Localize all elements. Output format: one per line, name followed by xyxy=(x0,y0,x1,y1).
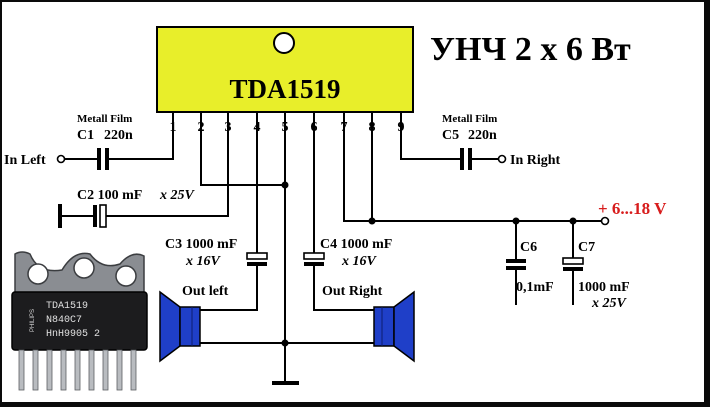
capacitor-c1 xyxy=(97,148,109,170)
photo-line2: N840C7 xyxy=(46,315,82,326)
speaker-right-icon xyxy=(373,290,415,363)
in-left-label: In Left xyxy=(4,153,46,168)
speaker-left-icon xyxy=(159,290,201,363)
c5-value: 220n xyxy=(468,128,497,143)
c6-ref: C6 xyxy=(520,240,537,255)
chip-photo: PHILIPS TDA1519 N840C7 HnH9905 2 xyxy=(11,251,148,391)
c5-type: Metall Film xyxy=(442,113,497,125)
wire-pin2 xyxy=(200,112,285,186)
c2-label: C2 100 mF xyxy=(77,188,142,203)
capacitor-c6 xyxy=(506,259,526,270)
photo-line3: HnH9905 2 xyxy=(46,329,100,340)
c1-value: 220n xyxy=(104,128,133,143)
wire-c2-pin3 xyxy=(105,112,229,217)
c1-type: Metall Film xyxy=(77,113,132,125)
pin-labels: 1 2 3 4 5 6 7 8 9 xyxy=(170,120,405,135)
wire-c4-out-right xyxy=(313,266,374,311)
wire-c1-pin1 xyxy=(109,112,174,160)
wire-pin9-c5 xyxy=(400,112,460,160)
capacitor-c4 xyxy=(303,252,325,266)
c7-ref: C7 xyxy=(578,240,595,255)
c5-ref: C5 xyxy=(442,128,459,143)
junction-dot xyxy=(569,217,577,225)
chip-mounting-hole xyxy=(273,32,295,54)
c6-value: 0,1mF xyxy=(516,280,554,295)
capacitor-c5 xyxy=(460,148,472,170)
chip-name: TDA1519 xyxy=(229,74,340,104)
wire-c6-c7-ground xyxy=(515,298,574,305)
power-terminal xyxy=(600,216,610,226)
capacitor-c2 xyxy=(93,204,107,228)
wires xyxy=(60,112,602,383)
circuit-diagram: TDA1519 УНЧ 2 x 6 Вт 1 2 3 4 5 6 7 8 9 xyxy=(4,26,667,391)
photo-line1: TDA1519 xyxy=(46,301,88,312)
c7-value: 1000 mF xyxy=(578,280,630,295)
photo-brand: PHILIPS xyxy=(30,309,36,332)
power-label: + 6...18 V xyxy=(598,199,667,218)
junctions xyxy=(281,181,577,347)
c4-rating: x 16V xyxy=(341,254,378,269)
wire-c3-out-left xyxy=(200,266,258,311)
junction-dot xyxy=(512,217,520,225)
c3-rating: x 16V xyxy=(185,254,222,269)
diagram-canvas: TDA1519 УНЧ 2 x 6 Вт 1 2 3 4 5 6 7 8 9 xyxy=(2,2,704,402)
c4-label: C4 1000 mF xyxy=(320,237,392,252)
c7-rating: x 25V xyxy=(591,296,628,311)
junction-dot xyxy=(281,181,289,189)
in-right-terminal xyxy=(497,154,507,164)
junction-dot xyxy=(368,217,376,225)
capacitor-c3 xyxy=(246,252,268,266)
out-right-label: Out Right xyxy=(322,284,383,299)
out-left-label: Out left xyxy=(182,284,229,299)
diagram-title: УНЧ 2 x 6 Вт xyxy=(430,31,631,68)
junction-dot xyxy=(281,339,289,347)
capacitor-c7 xyxy=(562,257,584,271)
photo-leads xyxy=(18,349,137,391)
c2-rating: x 25V xyxy=(159,188,196,203)
in-right-label: In Right xyxy=(510,153,561,168)
c3-label: C3 1000 mF xyxy=(165,237,237,252)
in-left-terminal xyxy=(56,154,66,164)
c1-ref: C1 xyxy=(77,128,94,143)
